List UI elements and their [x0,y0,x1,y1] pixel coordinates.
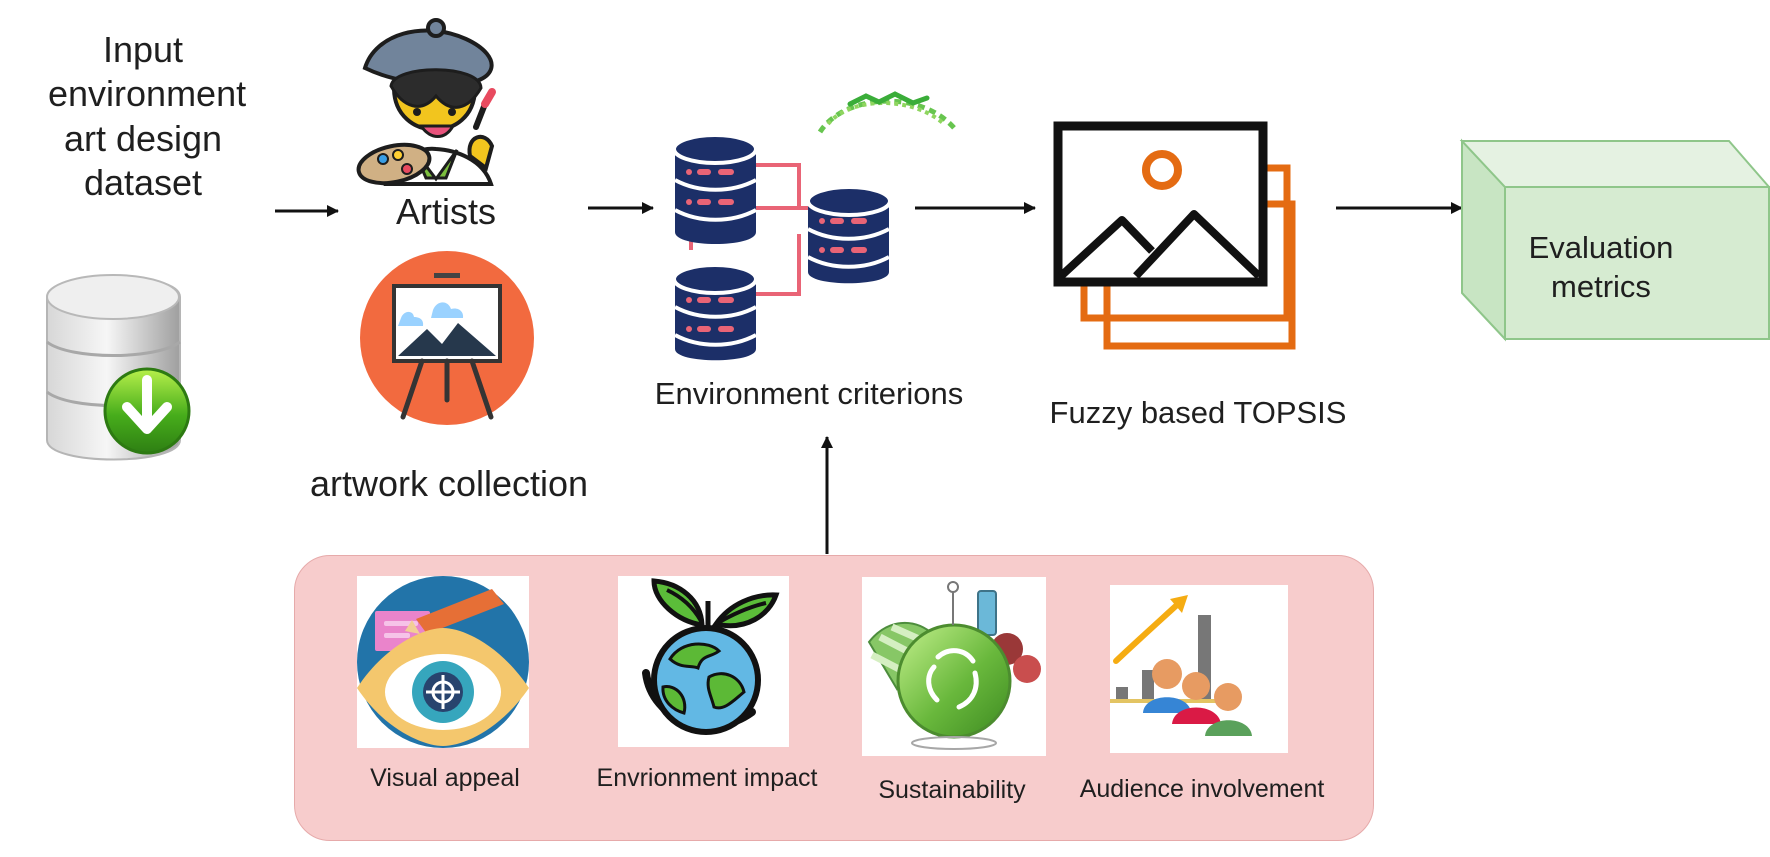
artist-painter-icon [356,18,496,186]
3d-box-icon [1459,138,1770,342]
stacked-images-icon [1053,121,1296,350]
sustainability-card [862,577,1046,756]
database-bottom-icon [672,263,758,361]
audience-growth-icon [1110,585,1288,753]
evaluation-metrics-label: Evaluation metrics [1528,230,1674,305]
visual-appeal-card [357,576,529,748]
database-download-icon [46,274,191,461]
environment-criterions-label: Environment criterions [654,376,964,411]
criterion-label-audience-involvement: Audience involvement [1079,775,1325,803]
criterion-label-sustainability: Sustainability [878,776,1026,804]
input-dataset-label: Input environment art design dataset [48,29,247,203]
artists-label: Artists [395,191,496,232]
recycling-globe-icon [862,577,1046,756]
linked-databases-icon [672,91,957,361]
audience-involvement-card [1110,585,1288,753]
green-globe-icon [817,91,957,134]
fuzzy-topsis-label: Fuzzy based TOPSIS [1049,395,1347,430]
artwork-collection-label: artwork collection [309,463,589,504]
easel-painting-icon [360,251,534,425]
criterion-label-visual-appeal: Visual appeal [370,764,520,792]
earth-leaves-icon [642,578,780,735]
eye-art-icon [357,576,529,748]
database-right-icon [806,185,892,284]
criterion-label-environment-impact: Envrionment impact [596,764,818,792]
database-top-icon [672,133,758,244]
environment-impact-card [618,576,789,747]
